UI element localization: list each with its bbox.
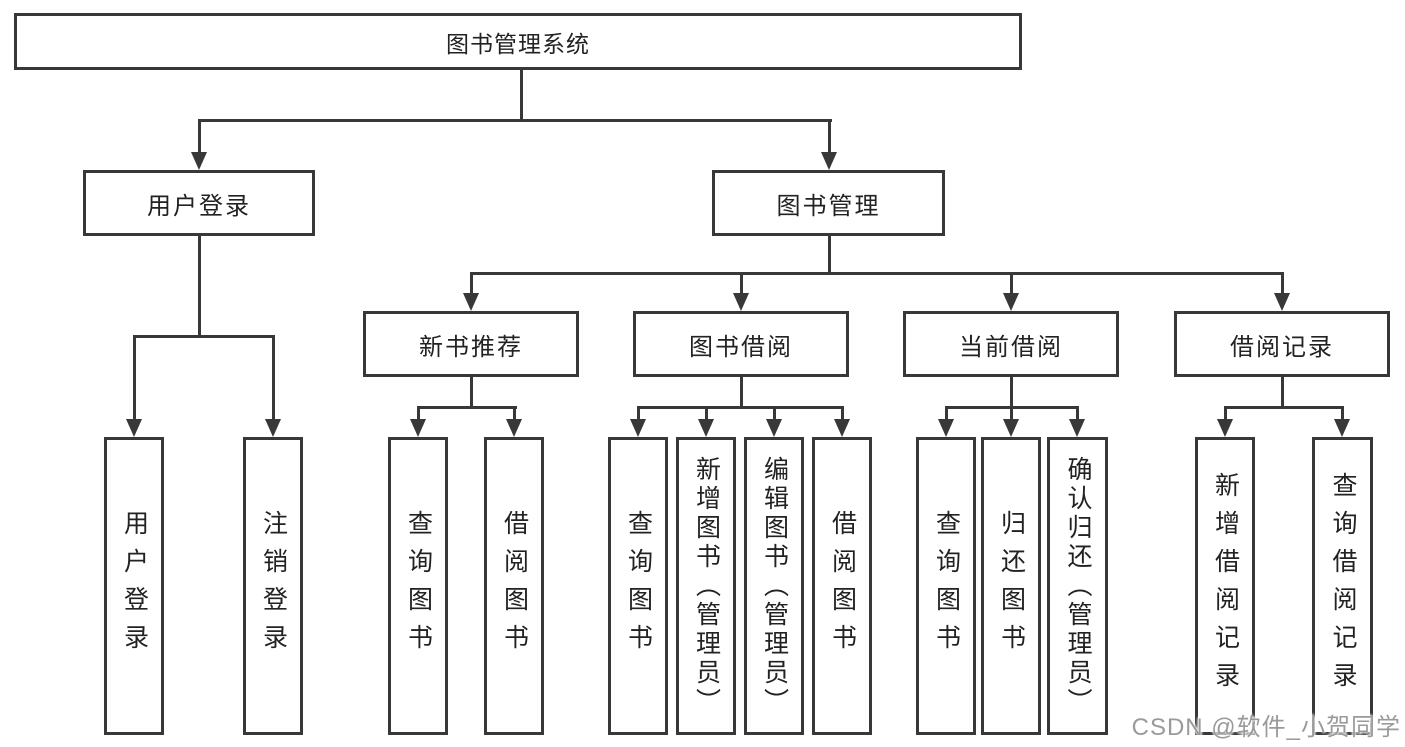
arrow-down-icon [630, 419, 646, 437]
leaf-add-book-admin: 新增图书（管理员） [676, 437, 736, 735]
connector-leaf-line [133, 335, 136, 421]
arrow-down-icon [698, 419, 714, 437]
connector-l2-line [1010, 272, 1013, 295]
leaf-add-borrow-record: 新增借阅记录 [1195, 437, 1255, 735]
csdn-watermark: CSDN @软件_小贺同学 [1131, 714, 1401, 741]
leaf-label: 查询图书 [624, 510, 653, 662]
leaf-label: 用户登录 [120, 510, 149, 662]
connector-manage-line [828, 119, 831, 154]
connector-leaf-line [637, 406, 640, 421]
leaf-query-book: 查询图书 [608, 437, 668, 735]
connector-leaf-line [1010, 406, 1013, 421]
arrow-down-icon [506, 419, 522, 437]
leaf-label: 确认归还（管理员） [1064, 455, 1092, 717]
leaf-user-login: 用户登录 [104, 437, 164, 735]
leaf-label: 编辑图书（管理员） [760, 455, 789, 717]
connector-l2-line [1281, 272, 1284, 295]
leaf-logout: 注销登录 [243, 437, 303, 735]
connector-leaf-line [513, 406, 516, 421]
node-root: 图书管理系统 [14, 13, 1022, 70]
connector-leaf-line [945, 406, 948, 421]
leaf-label: 新增图书（管理员） [692, 455, 721, 717]
connector-login-hline [133, 335, 275, 338]
leaf-label: 借阅图书 [500, 510, 529, 662]
connector-root-stub [520, 69, 523, 119]
leaf-query-book: 查询图书 [916, 437, 976, 735]
leaf-label: 归还图书 [997, 510, 1026, 662]
connector-borrow-stub [740, 377, 743, 408]
connector-login-stub [198, 236, 201, 337]
leaf-borrow-book: 借阅图书 [484, 437, 544, 735]
connector-leaf-line [1224, 406, 1227, 421]
arrow-down-icon [1069, 419, 1085, 437]
leaf-label: 借阅图书 [828, 510, 857, 662]
connector-current-stub [1010, 377, 1013, 408]
connector-leaf-line [773, 406, 776, 421]
leaf-query-book: 查询图书 [388, 437, 448, 735]
node-book-borrow: 图书借阅 [633, 311, 849, 377]
node-label: 新书推荐 [419, 333, 523, 361]
leaf-return-book: 归还图书 [981, 437, 1041, 735]
connector-manage-stub [828, 236, 831, 274]
leaf-query-borrow-record: 查询借阅记录 [1312, 437, 1373, 735]
leaf-label: 查询图书 [932, 510, 961, 662]
node-label: 当前借阅 [959, 333, 1063, 361]
connector-record-stub [1281, 377, 1284, 408]
node-root-label: 图书管理系统 [446, 30, 590, 57]
node-label: 图书管理 [776, 192, 881, 220]
arrow-down-icon [191, 152, 207, 170]
connector-leaf-line [1341, 406, 1344, 421]
connector-newbook-hline [417, 406, 517, 409]
leaf-label: 查询借阅记录 [1329, 472, 1357, 700]
arrow-down-icon [265, 419, 281, 437]
connector-leaf-line [841, 406, 844, 421]
node-current-borrow: 当前借阅 [903, 311, 1119, 377]
connector-leaf-line [1076, 406, 1079, 421]
leaf-label: 查询图书 [404, 510, 433, 662]
connector-leaf-line [272, 335, 275, 421]
arrow-down-icon [821, 152, 837, 170]
node-label: 借阅记录 [1230, 333, 1334, 361]
connector-level1-hline [198, 119, 832, 122]
connector-l2-line [470, 272, 473, 295]
connector-leaf-line [705, 406, 708, 421]
arrow-down-icon [1217, 419, 1233, 437]
arrow-down-icon [463, 293, 479, 311]
arrow-down-icon [1274, 293, 1290, 311]
leaf-borrow-book: 借阅图书 [812, 437, 872, 735]
arrow-down-icon [733, 293, 749, 311]
leaf-label: 注销登录 [259, 510, 288, 662]
connector-record-hline [1224, 406, 1344, 409]
node-user-login: 用户登录 [83, 170, 315, 236]
arrow-down-icon [766, 419, 782, 437]
node-borrow-record: 借阅记录 [1174, 311, 1390, 377]
arrow-down-icon [410, 419, 426, 437]
leaf-label: 新增借阅记录 [1211, 472, 1240, 700]
arrow-down-icon [126, 419, 142, 437]
node-label: 用户登录 [147, 192, 251, 220]
node-label: 图书借阅 [689, 333, 793, 361]
node-book-manage: 图书管理 [712, 170, 945, 236]
arrow-down-icon [938, 419, 954, 437]
arrow-down-icon [1003, 293, 1019, 311]
connector-leaf-line [417, 406, 420, 421]
node-new-book: 新书推荐 [363, 311, 579, 377]
leaf-edit-book-admin: 编辑图书（管理员） [744, 437, 804, 735]
leaf-confirm-return-admin: 确认归还（管理员） [1047, 437, 1108, 735]
connector-borrow-hline [637, 406, 844, 409]
connector-login-line [198, 119, 201, 154]
connector-newbook-stub [470, 377, 473, 408]
arrow-down-icon [1334, 419, 1350, 437]
arrow-down-icon [834, 419, 850, 437]
connector-l2-line [740, 272, 743, 295]
connector-level2-hline [470, 272, 1284, 275]
arrow-down-icon [1003, 419, 1019, 437]
